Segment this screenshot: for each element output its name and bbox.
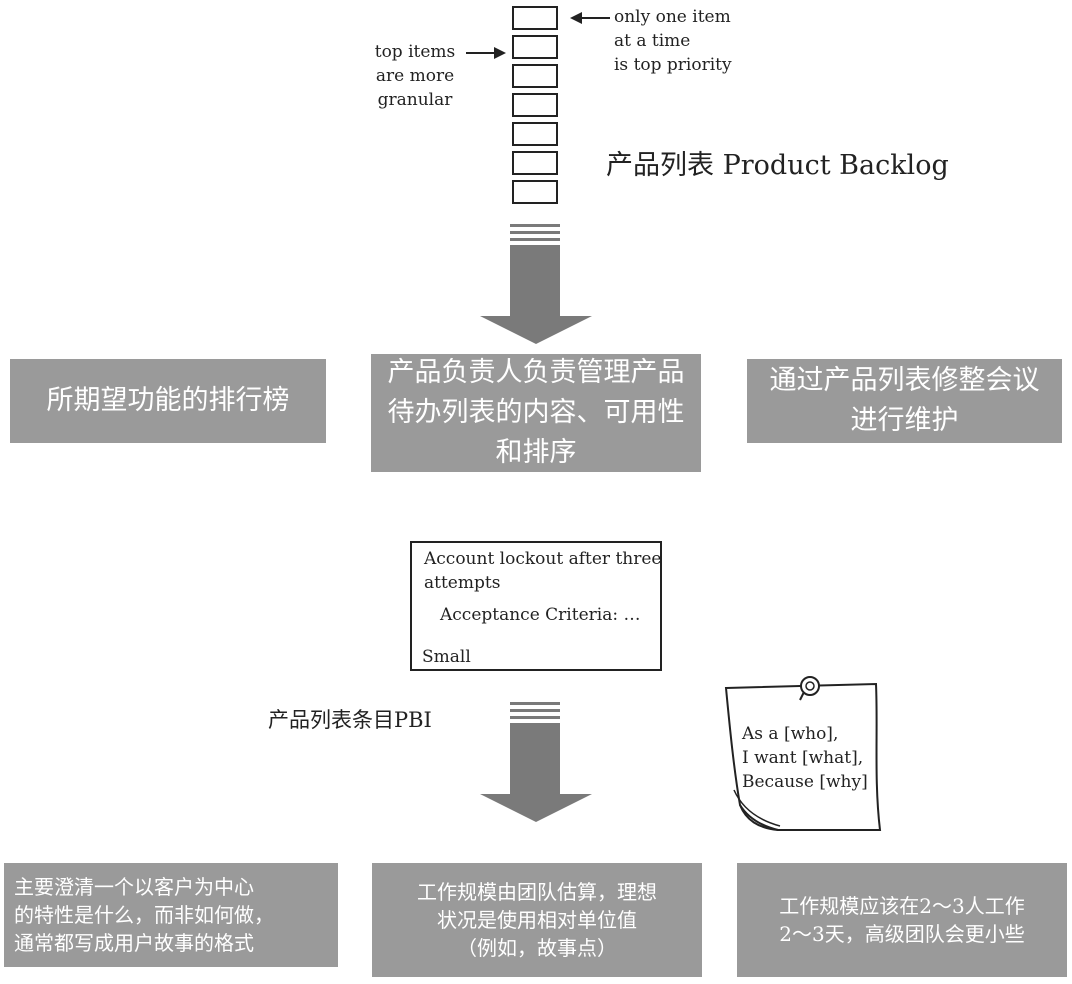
box-line: 所期望功能的排行榜	[46, 385, 290, 416]
backlog-item	[512, 122, 558, 146]
box-line: 状况是使用相对单位值	[437, 908, 637, 932]
note-line: top items	[374, 42, 456, 62]
note-line: is top priority	[614, 55, 732, 75]
note-line: at a time	[614, 31, 691, 51]
box-line: 待办列表的内容、可用性	[387, 397, 685, 428]
box-line: 和排序	[495, 437, 577, 468]
backlog-item	[512, 180, 558, 204]
story-line: As a [who],	[742, 724, 839, 744]
backlog-item	[512, 93, 558, 117]
backlog-item	[512, 151, 558, 175]
sticky-note	[724, 676, 882, 831]
product-owner-box: 产品负责人负责管理产品 待办列表的内容、可用性 和排序	[371, 354, 701, 472]
box-line: 通常都写成用户故事的格式	[14, 931, 254, 955]
down-arrow-2	[480, 702, 592, 822]
box-line: 工作规模由团队估算，理想	[417, 880, 657, 904]
acceptance-criteria: Acceptance Criteria: …	[440, 605, 641, 625]
user-story-template: As a [who], I want [what], Because [why]	[742, 722, 868, 794]
backlog-item	[512, 64, 558, 88]
pbi-title-line: attempts	[424, 573, 501, 593]
box-line: 进行维护	[850, 405, 959, 436]
note-line: are more	[375, 66, 455, 86]
top-note-arrowhead	[570, 12, 582, 24]
story-line: Because [why]	[742, 772, 868, 792]
box-line: 通过产品列表修整会议	[769, 365, 1040, 396]
side-note-arrowhead	[494, 47, 506, 59]
size-label: Small	[422, 647, 471, 667]
top-priority-note: only one item at a time is top priority	[614, 5, 732, 77]
box-line: 产品负责人负责管理产品	[387, 357, 685, 388]
backlog-item	[512, 6, 558, 30]
pbi-title-line: Account lockout after three	[424, 549, 662, 569]
box-line: 主要澄清一个以客户为中心	[14, 875, 254, 899]
pbi-label: 产品列表条目PBI	[268, 708, 432, 732]
backlog-item	[512, 35, 558, 59]
story-line: I want [what],	[742, 748, 864, 768]
size-guideline-box: 工作规模应该在2～3人工作 2～3天，高级团队会更小些	[737, 863, 1067, 977]
pbi-card: Account lockout after three attempts Acc…	[410, 541, 662, 671]
box-line: （例如，故事点）	[457, 936, 617, 960]
box-line: 2～3天，高级团队会更小些	[779, 922, 1025, 946]
estimate-box: 工作规模由团队估算，理想 状况是使用相对单位值 （例如，故事点）	[372, 863, 702, 977]
down-arrow-1	[480, 224, 592, 344]
backlog-title: 产品列表 Product Backlog	[606, 150, 949, 181]
box-line: 工作规模应该在2～3人工作	[779, 894, 1025, 918]
refinement-box: 通过产品列表修整会议 进行维护	[747, 359, 1062, 443]
box-line: 的特性是什么，而非如何做，	[14, 903, 274, 927]
ranking-box: 所期望功能的排行榜	[10, 359, 326, 443]
note-line: only one item	[614, 7, 731, 27]
granular-note: top items are more granular	[370, 40, 460, 112]
note-line: granular	[377, 90, 453, 110]
clarify-box: 主要澄清一个以客户为中心 的特性是什么，而非如何做， 通常都写成用户故事的格式	[4, 863, 338, 967]
